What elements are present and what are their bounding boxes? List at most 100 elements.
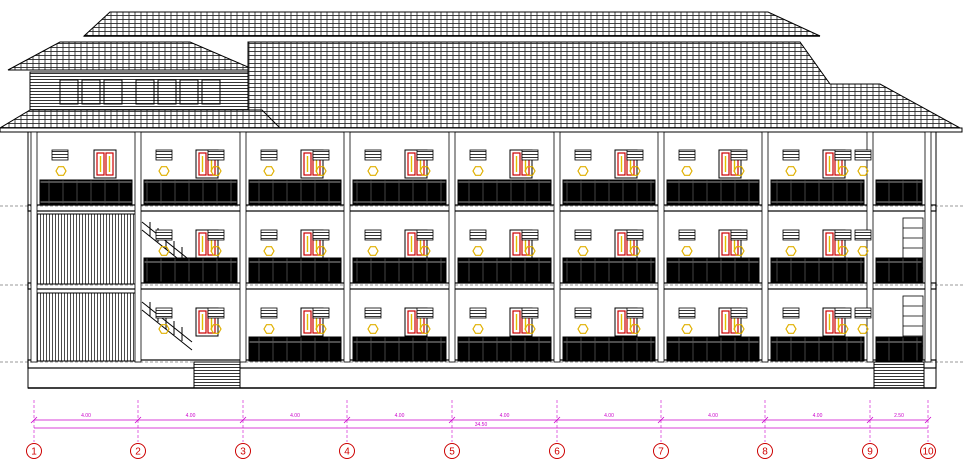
light-fixture [629,324,641,334]
vent-louver [469,149,487,161]
light-fixture [263,166,275,176]
balcony-railing [39,179,133,205]
light-fixture [419,166,431,176]
window-sash [407,152,416,176]
bay [854,149,923,205]
vent-louver [416,307,434,319]
vent-louver [469,307,487,319]
vent-louver [364,307,382,319]
balcony-railing [457,257,552,283]
vent-louver [854,307,872,319]
bay [248,229,342,283]
window-sash [198,232,207,256]
light-fixture [367,324,379,334]
overall-dimension: 34.50 [475,422,488,428]
window-sash [303,310,312,334]
light-fixture [681,324,693,334]
balcony-railing [562,257,656,283]
grid-label: 5 [449,447,455,458]
vent-louver [312,229,330,241]
bay [854,307,923,362]
light-fixture [733,166,745,176]
vent-louver [574,229,592,241]
balcony-railing [248,179,342,205]
light-fixture [419,324,431,334]
bay [457,149,552,205]
column [448,131,456,363]
vent-louver [207,149,225,161]
bay [352,307,447,362]
grid-marker: 6 [549,400,565,459]
window-sash [96,152,105,176]
balcony-railing [457,179,552,205]
light-fixture [577,246,589,256]
grid-label: 6 [554,447,560,458]
facade [0,131,965,389]
light-fixture [837,324,849,334]
window-sash [512,232,521,256]
balcony-railing [875,257,923,283]
column [761,131,769,363]
column [553,131,561,363]
window-sash [825,310,834,334]
light-fixture [367,246,379,256]
bay [39,149,133,205]
grid-bubble [235,443,251,459]
window-sash [512,152,521,176]
vent-louver [364,149,382,161]
grid-bubble [549,443,565,459]
bay [457,229,552,283]
balcony-railing [352,336,447,362]
bay [770,307,865,362]
light-fixture [158,324,170,334]
grid-marker: 9 [862,400,878,459]
balcony-railing [143,257,238,283]
room-openings [39,149,923,362]
window-sash [303,152,312,176]
vent-louver [260,307,278,319]
span-dimension: 4.00 [81,413,91,419]
grid-label: 9 [867,447,873,458]
window-sash [721,152,730,176]
column [657,131,665,363]
span-dimension: 4.00 [708,413,718,419]
column [30,131,38,363]
bay [155,307,225,337]
window-sash [617,310,626,334]
light-fixture [367,166,379,176]
light-fixture [263,246,275,256]
grid-bubble [653,443,669,459]
window-sash [407,232,416,256]
grid-marker: 3 [235,400,251,459]
balcony-railing [562,336,656,362]
window-sash [512,310,521,334]
light-fixture [837,166,849,176]
grid-label: 2 [135,447,141,458]
vent-louver [155,229,173,241]
vent-louver [678,307,696,319]
grid-bubble [130,443,146,459]
light-fixture [577,324,589,334]
column [239,131,247,363]
vent-louver [782,307,800,319]
light-fixture [55,166,67,176]
window-sash [303,232,312,256]
light-fixture [733,246,745,256]
vent-louver [854,229,872,241]
bay [562,229,656,283]
vent-louver [626,149,644,161]
vent-louver [854,149,872,161]
bay [666,307,760,362]
grid-label: 8 [762,447,768,458]
grid-bubble [862,443,878,459]
vent-louver [730,229,748,241]
grid-marker: 8 [757,400,773,459]
balcony-railing [352,257,447,283]
light-fixture [577,166,589,176]
vent-louver [834,307,852,319]
light-fixture [315,324,327,334]
balcony-railing [770,336,865,362]
balcony-railing [875,179,923,205]
column [134,131,142,363]
